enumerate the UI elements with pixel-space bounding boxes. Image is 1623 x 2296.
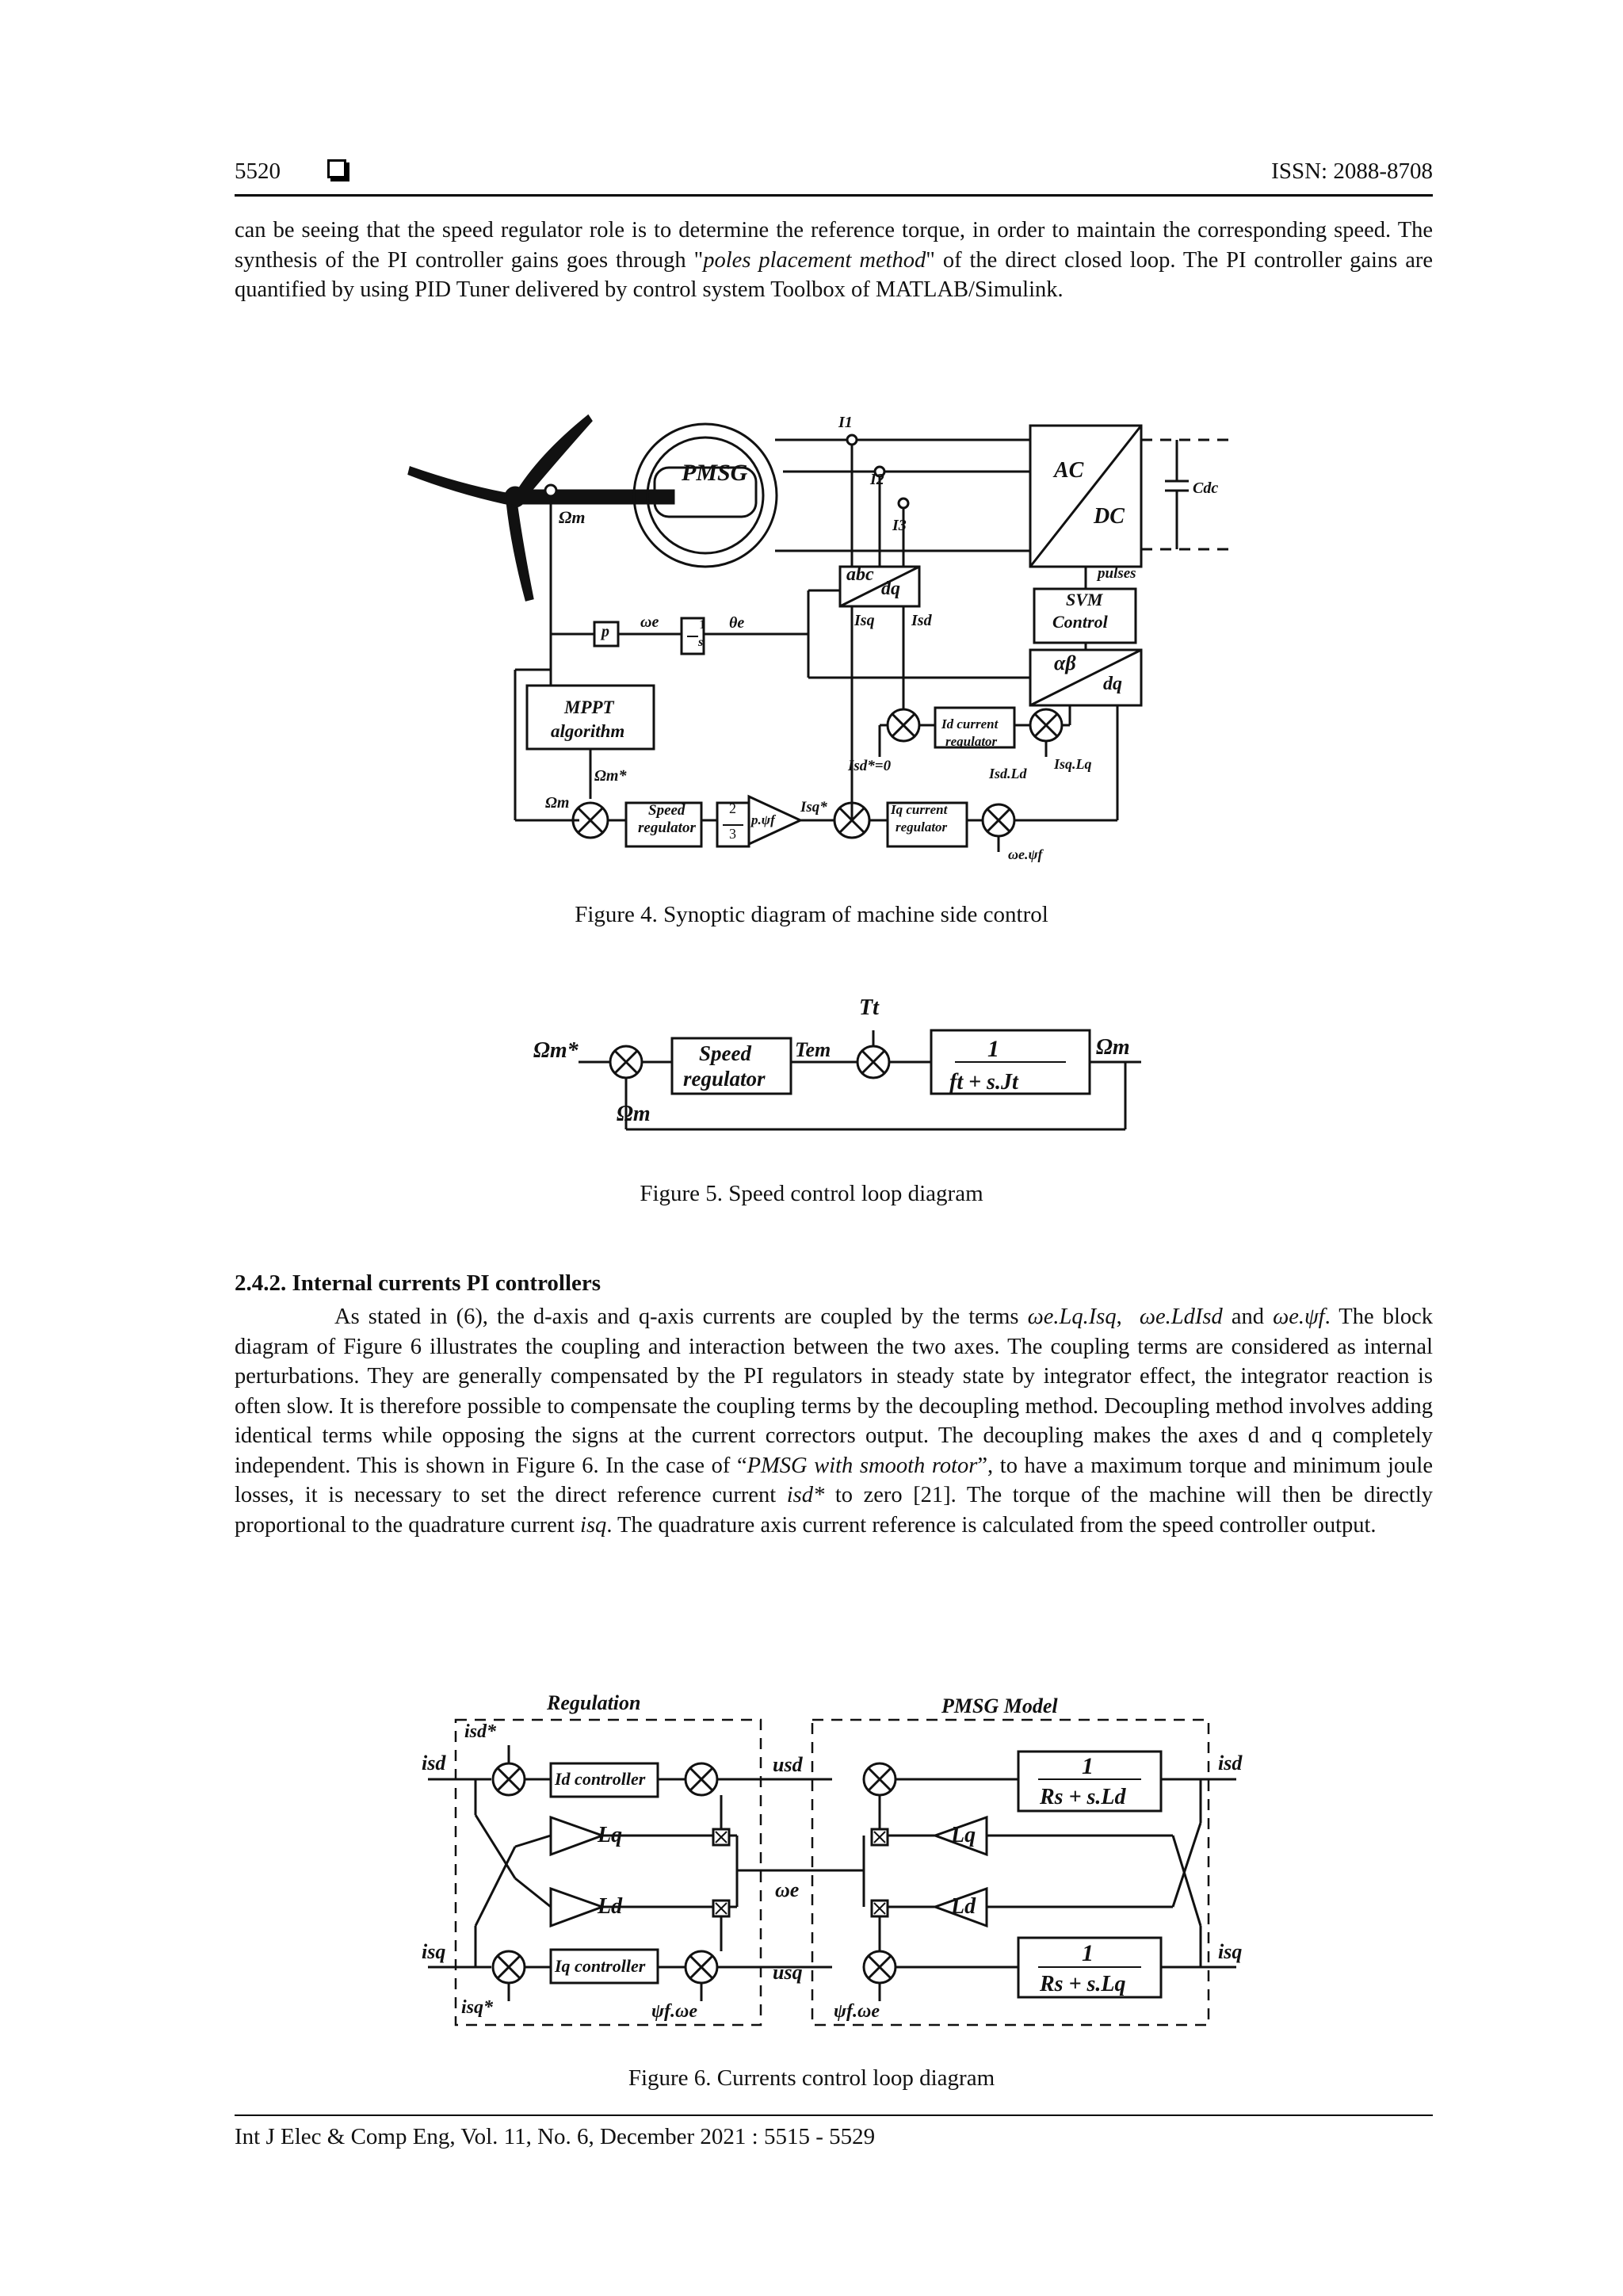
abc-label: abc: [846, 564, 874, 585]
footer-rule: [235, 2115, 1433, 2116]
isq-label: Isq: [854, 612, 875, 629]
psi-we-model-label: ψf.ωe: [834, 2001, 880, 2022]
integrator-num: 1: [699, 618, 705, 632]
tf-q-den: Rs + s.Lq: [1040, 1972, 1126, 1996]
issn: ISSN: 2088-8708: [1271, 159, 1433, 184]
regulation-label: Regulation: [547, 1691, 641, 1714]
i3-label: I3: [892, 517, 907, 534]
mppt-label: MPPT: [564, 697, 614, 717]
intro-paragraph: can be seeing that the speed regulator r…: [235, 218, 1433, 302]
tf-q-num: 1: [1082, 1940, 1094, 1966]
header-rule: [235, 194, 1433, 197]
i1-label: I1: [838, 414, 853, 431]
omega-e-label: ωe: [640, 613, 659, 631]
integrator-den: s: [698, 636, 704, 649]
pmsg-model-label: PMSG Model: [941, 1694, 1058, 1717]
figure6-caption: Figure 6. Currents control loop diagram: [628, 2065, 995, 2091]
dq2-label: dq: [1103, 674, 1122, 694]
speed-reg-label2: regulator: [638, 819, 696, 836]
we-psif-label: ωe.ψf: [1008, 846, 1043, 862]
isd-in-label: isd: [422, 1752, 446, 1775]
footer-text: Int J Elec & Comp Eng, Vol. 11, No. 6, D…: [235, 2124, 876, 2149]
f5-omega-m-star: Ωm*: [533, 1038, 579, 1063]
control-label: Control: [1052, 612, 1108, 632]
iq-regulator-label: regulator: [896, 819, 948, 835]
iq-controller-label: Iq controller: [555, 1956, 646, 1976]
alpha-beta-label: αβ: [1054, 651, 1076, 674]
f5-den: ft + s.Jt: [949, 1070, 1018, 1095]
f5-omega-m-fb: Ωm: [617, 1102, 651, 1126]
pmsg-label: PMSG: [682, 460, 748, 486]
omega-m-star-label: Ωm*: [594, 767, 627, 785]
f5-num: 1: [987, 1036, 999, 1062]
f5-regulator: regulator: [683, 1067, 766, 1091]
f5-tem: Tem: [795, 1038, 831, 1061]
svm-label: SVM: [1066, 590, 1103, 609]
f5-speed: Speed: [699, 1041, 751, 1065]
dc-label: DC: [1094, 504, 1125, 529]
figure6-diagram: [428, 1718, 1236, 2027]
gain-den: 3: [729, 826, 736, 842]
cdc-label: Cdc: [1193, 479, 1219, 497]
speed-reg-label: Speed: [648, 802, 685, 819]
page-number: 5520: [235, 159, 281, 184]
gain-psi-label: p.ψf: [751, 812, 775, 827]
wind-turbine-icon: [407, 414, 593, 602]
omega-m-label: Ωm: [559, 507, 586, 527]
f5-omega-m-out: Ωm: [1096, 1035, 1130, 1060]
f5-tt: Tt: [859, 995, 879, 1020]
algorithm-label: algorithm: [551, 721, 625, 741]
body-paragraph: As stated in (6), the d-axis and q-axis …: [235, 1305, 1434, 1538]
lq-reg-label: Lq: [598, 1823, 623, 1847]
section-title: 2.4.2. Internal currents PI controllers: [235, 1270, 601, 1296]
isq-out-label: isq: [1218, 1940, 1243, 1963]
ld-model-label: Ld: [951, 1894, 976, 1919]
isq-star-label-f6: isq*: [461, 1997, 494, 2018]
dq-label: dq: [881, 579, 900, 599]
id-controller-label: Id controller: [555, 1769, 646, 1789]
omega-e-label-f6: ωe: [775, 1878, 800, 1901]
i2-label: I2: [870, 471, 884, 488]
usd-label: usd: [773, 1753, 803, 1776]
iq-current-label: Iq current: [891, 802, 948, 817]
psi-we-reg-label: ψf.ωe: [651, 2001, 698, 2022]
gain-num: 2: [729, 800, 736, 816]
isd-out-label: isd: [1218, 1752, 1243, 1775]
square-icon: [327, 159, 346, 178]
ld-reg-label: Ld: [598, 1894, 623, 1919]
theta-e-label: θe: [729, 614, 745, 632]
pulses-label: pulses: [1098, 565, 1136, 582]
isd-star-label: Isd*=0: [848, 758, 892, 774]
figure4-caption: Figure 4. Synoptic diagram of machine si…: [575, 902, 1048, 927]
id-current-label: Id current: [941, 716, 999, 732]
isd-label: Isd: [911, 612, 932, 629]
isq-in-label: isq: [422, 1940, 446, 1963]
isq-lq-label: Isq.Lq: [1054, 756, 1092, 772]
p-block-label: p: [601, 623, 609, 640]
isd-star-label-f6: isd*: [464, 1721, 497, 1742]
figure5-caption: Figure 5. Speed control loop diagram: [640, 1181, 983, 1206]
isd-ld-label: Isd.Ld: [989, 766, 1027, 781]
usq-label: usq: [773, 1961, 803, 1984]
lq-model-label: Lq: [951, 1823, 976, 1847]
omega-m-fb-label: Ωm: [545, 794, 570, 812]
isq-star-label: Isq*: [800, 799, 827, 816]
ac-label: AC: [1054, 458, 1084, 483]
figure4-diagram: [407, 414, 1236, 852]
tf-d-den: Rs + s.Ld: [1040, 1785, 1126, 1809]
tf-d-num: 1: [1082, 1753, 1094, 1779]
id-regulator-label: regulator: [945, 734, 998, 749]
figure5-diagram: [579, 1029, 1141, 1131]
